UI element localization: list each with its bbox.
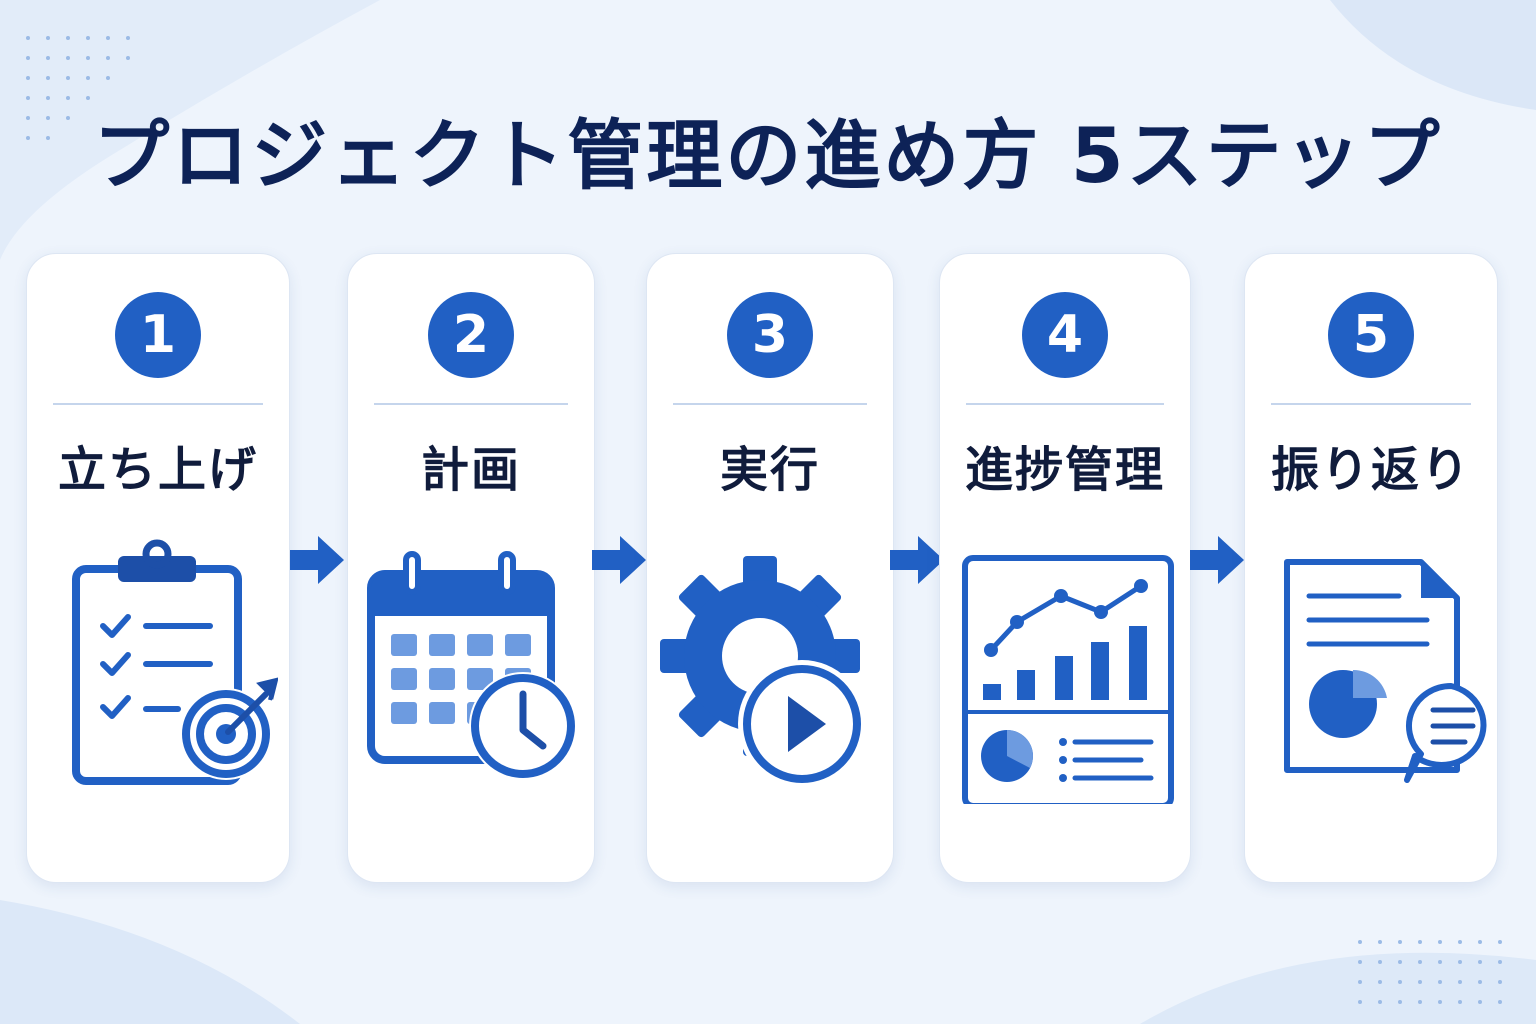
arrow-right-icon	[290, 536, 344, 584]
step-number-badge: 1	[115, 292, 201, 378]
step-number-badge: 2	[428, 292, 514, 378]
calendar-clock-icon	[367, 551, 577, 780]
divider	[673, 403, 867, 405]
arrow-right-icon	[890, 536, 944, 584]
step-label: 進捗管理	[964, 442, 1165, 498]
step-card-2: 2 計画	[347, 253, 595, 883]
step-label: 振り返り	[1270, 442, 1471, 498]
step-card-3: 3 実行	[646, 253, 894, 883]
step-label: 計画	[420, 442, 521, 498]
step-card-4: 4 進捗管理	[939, 253, 1191, 883]
divider	[53, 403, 263, 405]
step-label: 実行	[719, 442, 820, 498]
step-card-1: 1 立ち上げ	[26, 253, 290, 883]
gear-play-icon	[660, 556, 866, 788]
page-title: プロジェクト管理の進め方 5ステップ	[93, 111, 1443, 200]
clipboard-target-icon	[72, 539, 278, 785]
step-card-5: 5 振り返り	[1244, 253, 1498, 883]
step-number-badge: 4	[1022, 292, 1108, 378]
dashboard-chart-icon	[962, 555, 1174, 804]
divider	[966, 403, 1164, 405]
step-label: 立ち上げ	[57, 442, 258, 498]
step-number-badge: 5	[1328, 292, 1414, 378]
arrow-right-icon	[1190, 536, 1244, 584]
report-chat-icon	[1284, 559, 1487, 783]
divider	[1271, 403, 1471, 405]
arrow-right-icon	[592, 536, 646, 584]
divider	[374, 403, 568, 405]
step-number-badge: 3	[727, 292, 813, 378]
